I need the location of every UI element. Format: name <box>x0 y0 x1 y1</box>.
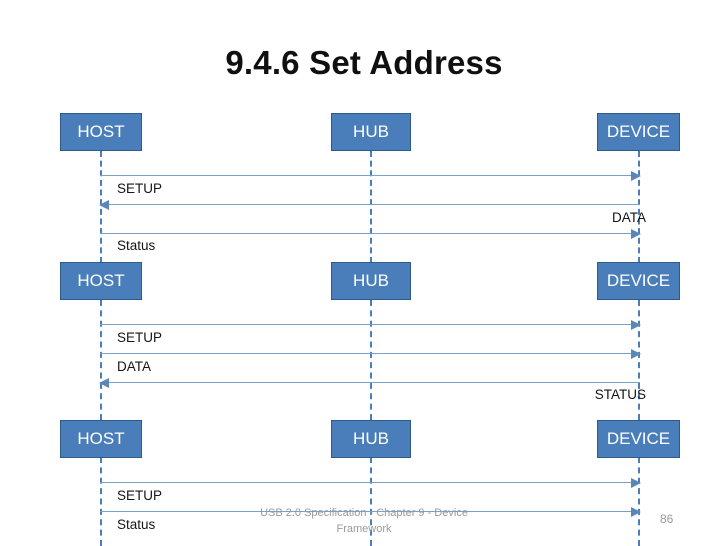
message-label: Status <box>117 517 156 532</box>
message-label: Status <box>117 238 156 253</box>
message-label: DATA <box>611 210 646 225</box>
lifeline-device <box>638 300 640 420</box>
node-hub[interactable]: HUB <box>331 113 411 151</box>
message-arrow <box>100 478 641 488</box>
node-host[interactable]: HOST <box>60 262 142 300</box>
node-device[interactable]: DEVICE <box>597 262 680 300</box>
node-hub[interactable]: HUB <box>331 262 411 300</box>
message-label: SETUP <box>117 330 163 345</box>
lifeline-hub <box>370 300 372 420</box>
node-hub[interactable]: HUB <box>331 420 411 458</box>
message-arrow <box>100 349 641 359</box>
message-arrow <box>100 320 641 330</box>
node-host[interactable]: HOST <box>60 420 142 458</box>
page-title: 9.4.6 Set Address <box>225 44 503 81</box>
message-label: DATA <box>117 359 152 374</box>
arrowhead-left-icon <box>99 200 109 210</box>
node-label: HUB <box>353 429 389 448</box>
node-label: HOST <box>77 271 125 290</box>
page-number: 86 <box>660 512 674 526</box>
node-device[interactable]: DEVICE <box>597 113 680 151</box>
lifeline-hub <box>370 151 372 263</box>
message-arrow <box>100 171 641 181</box>
node-label: DEVICE <box>606 429 671 448</box>
message-arrow <box>100 507 641 517</box>
node-device[interactable]: DEVICE <box>597 420 680 458</box>
arrowhead-right-icon <box>631 171 641 181</box>
arrowhead-left-icon <box>99 378 109 388</box>
message-arrow <box>99 378 640 388</box>
node-label: HOST <box>77 122 125 141</box>
arrowhead-right-icon <box>631 229 641 239</box>
node-label: HOST <box>77 429 125 448</box>
message-arrow <box>100 229 641 239</box>
node-host[interactable]: HOST <box>60 113 142 151</box>
arrowhead-right-icon <box>631 320 641 330</box>
arrowhead-right-icon <box>631 478 641 488</box>
node-label: HUB <box>353 122 389 141</box>
node-label: HUB <box>353 271 389 290</box>
lifeline-hub <box>370 457 372 546</box>
lifeline-device <box>638 457 640 546</box>
slide-footer: USB 2.0 Specification - Chapter 9 - Devi… <box>260 507 468 535</box>
message-label: SETUP <box>117 488 163 503</box>
node-label: DEVICE <box>606 122 671 141</box>
lifeline-host <box>100 457 102 546</box>
node-label: DEVICE <box>606 271 671 290</box>
lifeline-host <box>100 300 102 420</box>
message-label: SETUP <box>117 181 163 196</box>
message-label: STATUS <box>594 387 646 402</box>
arrowhead-right-icon <box>631 349 641 359</box>
lifeline-device <box>638 151 640 263</box>
arrowhead-right-icon <box>631 507 641 517</box>
message-arrow <box>99 200 640 210</box>
